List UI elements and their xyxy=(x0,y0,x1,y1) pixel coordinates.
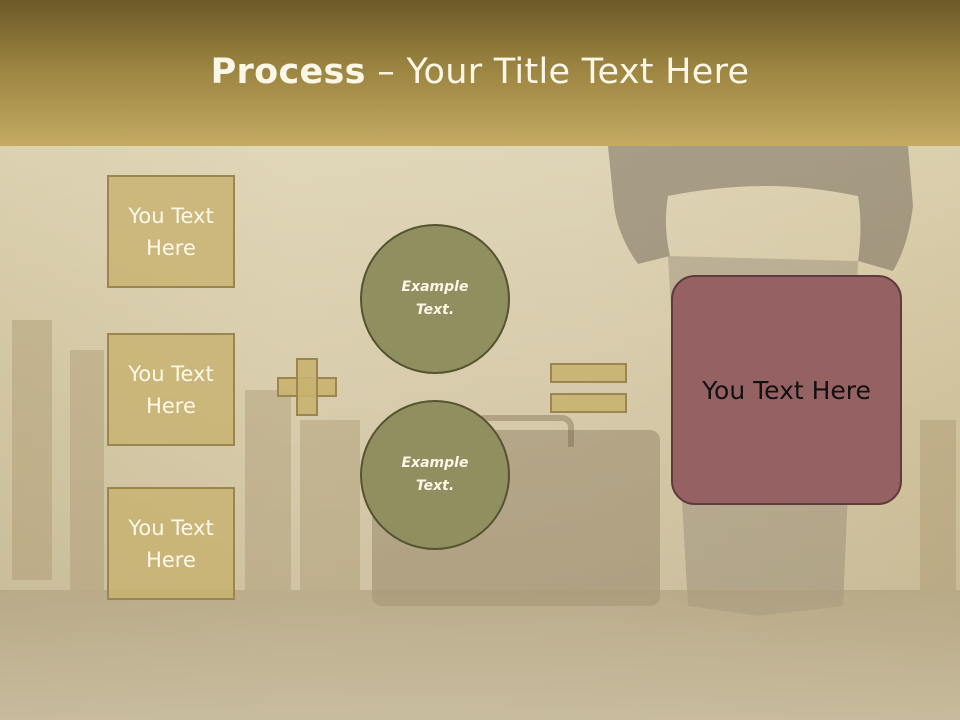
background-building xyxy=(245,390,291,590)
result-box: You Text Here xyxy=(671,275,902,505)
text-box-2: You Text Here xyxy=(107,333,235,446)
equals-icon-bottom-bar xyxy=(550,393,627,413)
text-box-1: You Text Here xyxy=(107,175,235,288)
title-band xyxy=(0,0,960,146)
example-circle-2: Example Text. xyxy=(360,400,510,550)
circle-label: Example Text. xyxy=(401,455,469,494)
text-box-3: You Text Here xyxy=(107,487,235,600)
equals-icon-top-bar xyxy=(550,363,627,383)
plus-icon xyxy=(298,379,316,395)
title-rest: – Your Title Text Here xyxy=(365,52,750,92)
result-label: You Text Here xyxy=(702,375,871,405)
example-circle-1: Example Text. xyxy=(360,224,510,374)
text-box-label: You Text Here xyxy=(128,515,214,572)
background-building xyxy=(12,320,52,580)
text-box-label: You Text Here xyxy=(128,203,214,260)
rock-ledge-graphic xyxy=(0,590,960,720)
background-building xyxy=(300,420,360,590)
text-box-label: You Text Here xyxy=(128,361,214,418)
title-bold: Process xyxy=(210,52,366,92)
background-building xyxy=(920,420,956,590)
page-title: Process – Your Title Text Here xyxy=(0,52,960,92)
background-building xyxy=(70,350,104,590)
circle-label: Example Text. xyxy=(401,279,469,318)
